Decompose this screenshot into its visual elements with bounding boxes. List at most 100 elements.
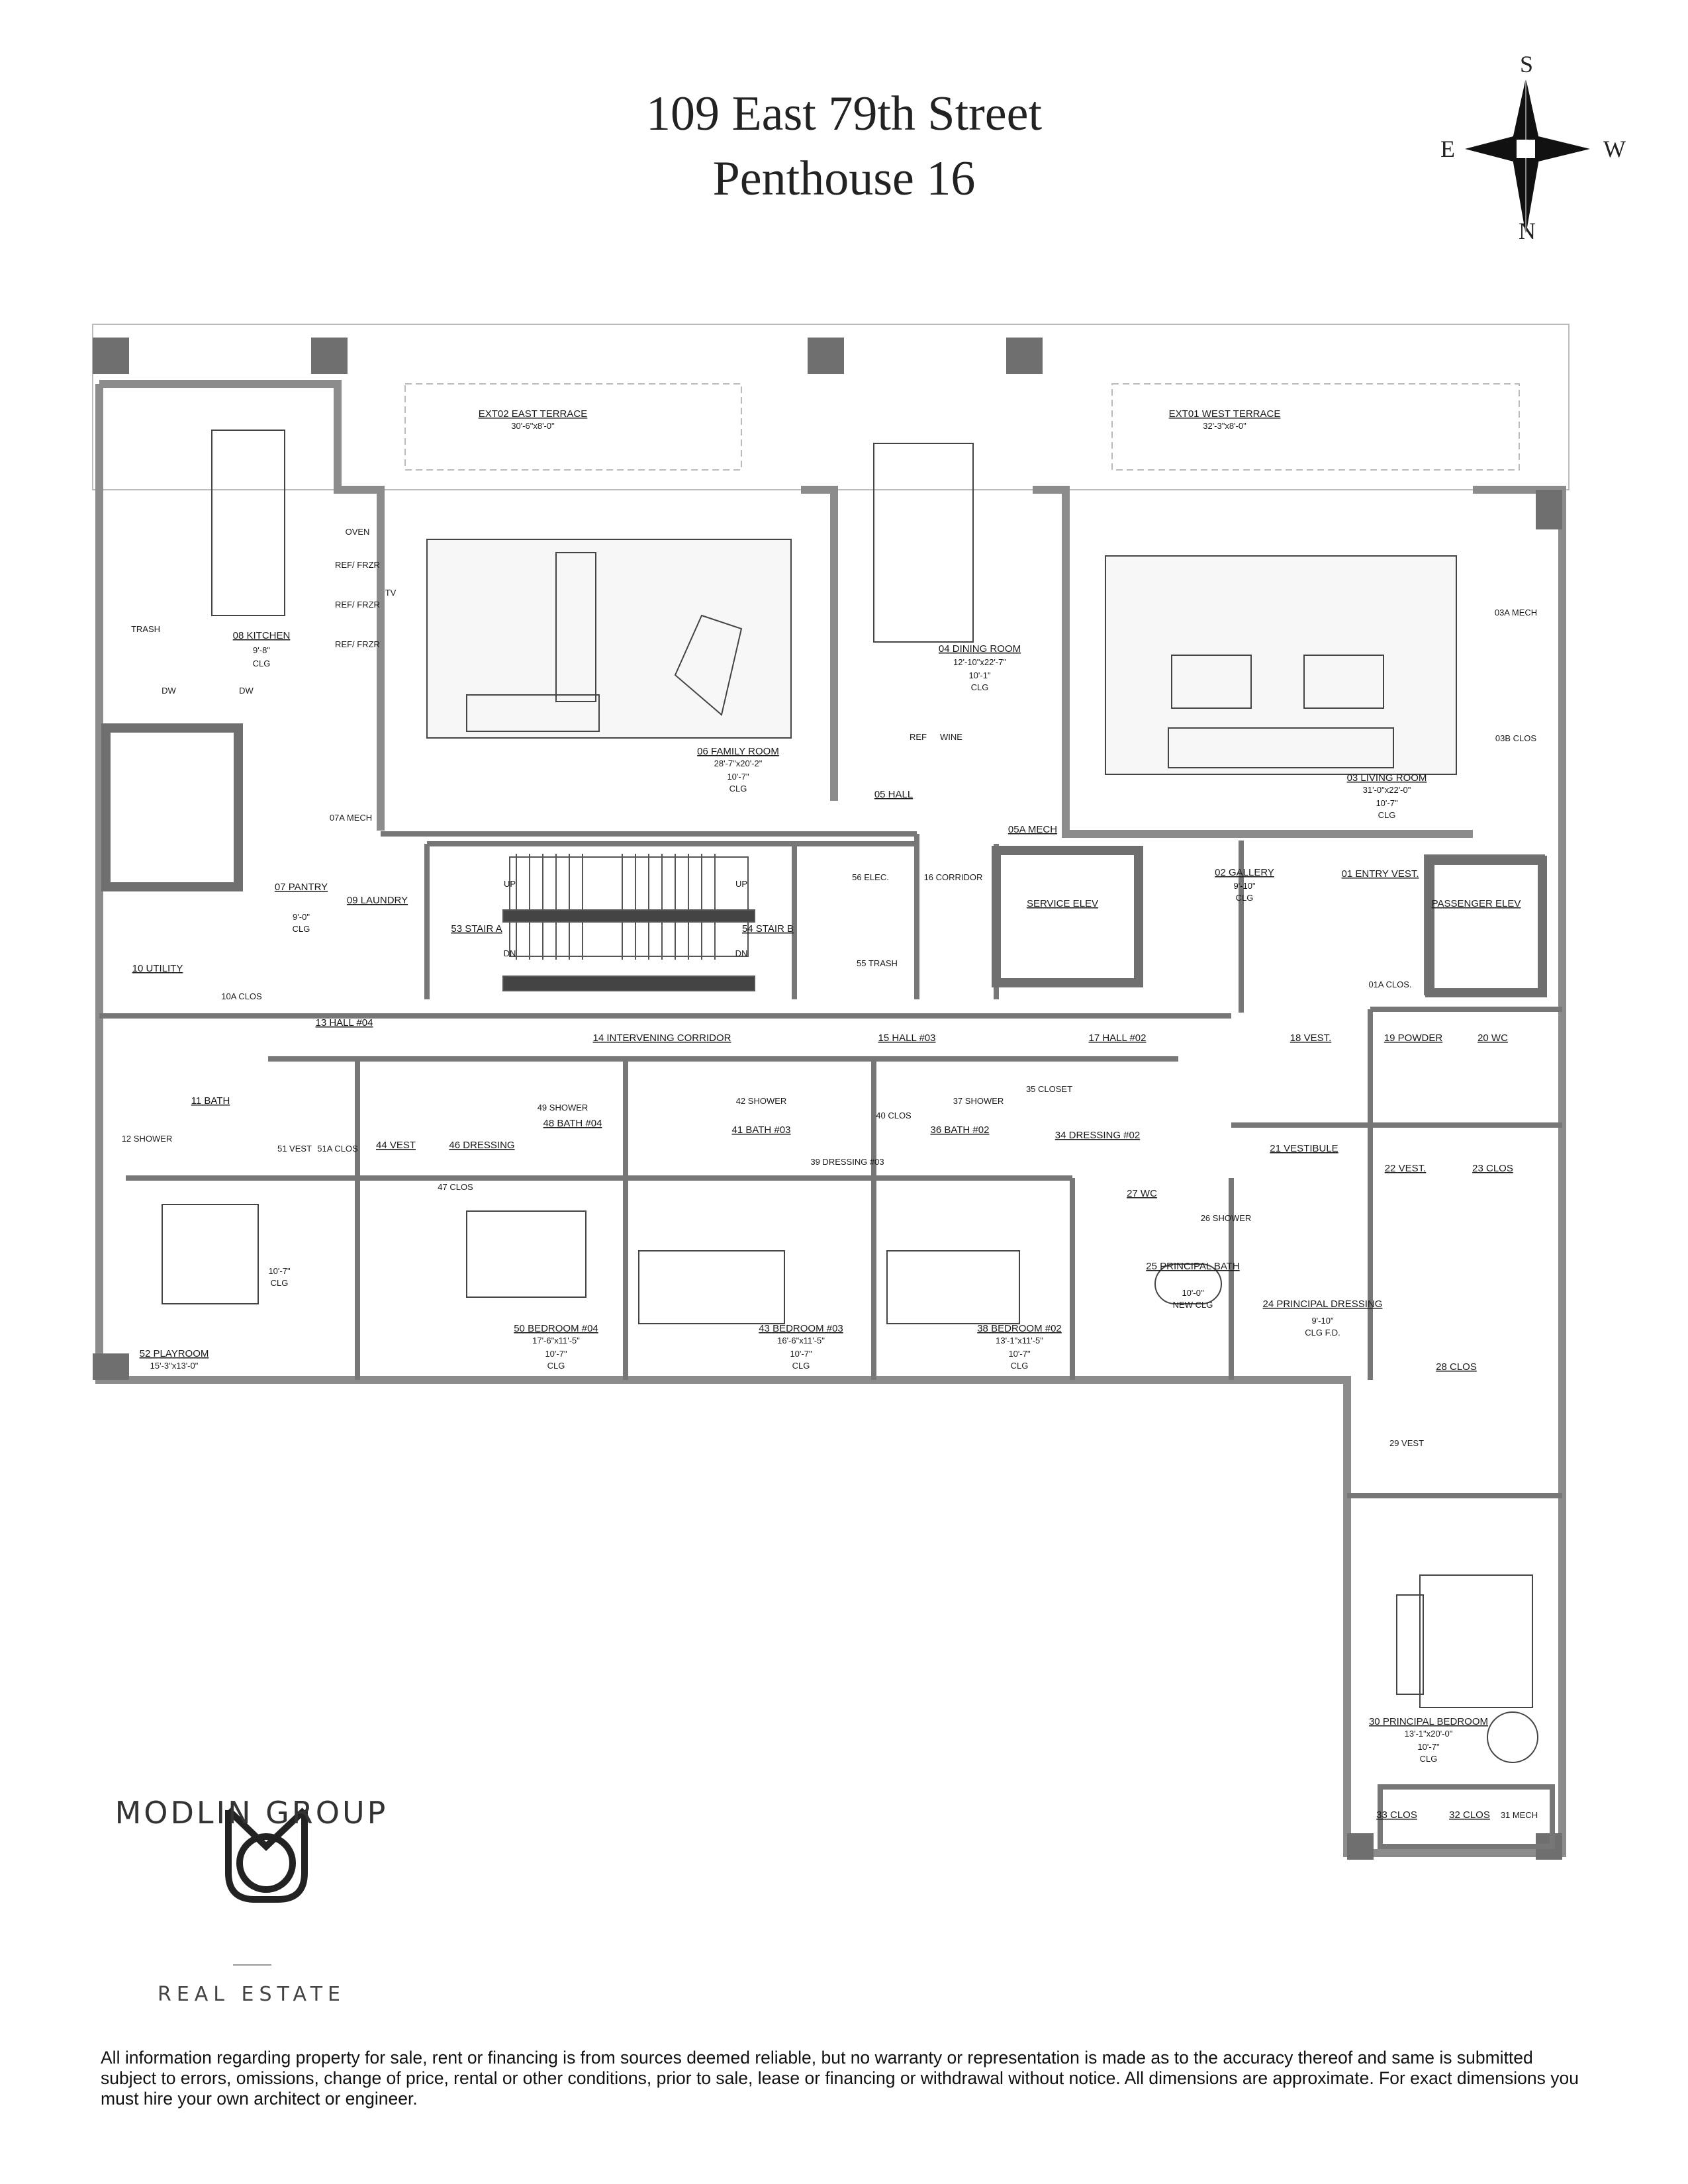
room-height: 10'-7" [268,1266,291,1276]
room-label: 06 FAMILY ROOM [697,746,779,757]
label: 23 CLOS [1472,1163,1513,1174]
label: 46 DRESSING [449,1140,514,1151]
room-height: 10'-0" [1182,1288,1204,1298]
label: 56 ELEC. [852,872,889,882]
room-height: 10'-7" [1376,798,1398,808]
room-dims: 13'-1"x20'-0" [1405,1729,1453,1739]
label: 03A MECH [1495,608,1537,617]
label: 19 POWDER [1384,1032,1443,1044]
stair-label: DN [735,948,748,958]
label: OVEN [346,527,370,537]
label: 05 HALL [874,789,913,800]
compass-rose-icon [1465,78,1590,235]
label: 35 CLOSET [1026,1084,1072,1094]
room-dims: 28'-7"x20'-2" [714,758,763,768]
room-label: 30 PRINCIPAL BEDROOM [1369,1716,1488,1727]
compass-west-label: W [1603,136,1626,162]
label: REF/ FRZR [335,560,380,570]
label: 48 BATH #04 [543,1118,602,1129]
room-label: 03 LIVING ROOM [1347,772,1427,784]
label: 15 HALL #03 [878,1032,935,1044]
room-clg: CLG [1011,1361,1029,1371]
label: REF/ FRZR [335,600,380,610]
label: TRASH [131,624,160,634]
label: 42 SHOWER [736,1096,787,1106]
label: REF [910,732,927,742]
stairs [502,854,755,991]
label: WINE [940,732,962,742]
label: 36 BATH #02 [931,1124,990,1136]
label: 10A CLOS [221,991,262,1001]
legal-disclaimer: All information regarding property for s… [101,2048,1579,2109]
room-height: 10'-7" [727,772,749,782]
room-label: 02 GALLERY [1215,867,1274,878]
interior-walls [99,725,1562,1849]
room-dims: 30'-6"x8'-0" [511,421,555,431]
room-label: 07 PANTRY [275,882,328,893]
label: 33 CLOS [1376,1809,1417,1821]
room-clg: CLG [792,1361,810,1371]
label: TV [385,588,397,598]
room-clg: NEW CLG [1173,1300,1213,1310]
label: DW [162,686,176,696]
room-height: 9'-10" [1311,1316,1334,1326]
room-height: 10'-7" [1008,1349,1031,1359]
secondary-labels: OVEN REF/ FRZR REF/ FRZR REF/ FRZR TV TR… [122,527,1538,1821]
label: 51A CLOS [317,1144,358,1154]
label: 40 CLOS [876,1111,912,1120]
room-label: 04 DINING ROOM [939,643,1021,655]
room-height: 10'-1" [968,670,991,680]
label: 47 CLOS [438,1182,473,1192]
room-label: 08 KITCHEN [233,630,291,641]
room-dims: 13'-1"x11'-5" [996,1336,1043,1345]
label: 51 VEST [277,1144,312,1154]
label: 10 UTILITY [132,963,183,974]
room-clg: CLG [1420,1754,1438,1764]
brand-subtitle: REAL ESTATE [157,1983,346,2006]
compass-south-label: S [1520,51,1534,77]
label: 11 BATH [191,1095,230,1107]
label: SERVICE ELEV [1027,898,1098,909]
room-label: EXT01 WEST TERRACE [1169,408,1281,420]
room-dims: 31'-0"x22'-0" [1363,785,1411,795]
brand-divider [233,1964,271,1966]
label: 34 DRESSING #02 [1055,1130,1140,1141]
stair-label: UP [504,879,516,889]
label: 20 WC [1477,1032,1508,1044]
elevator-shafts [101,723,1547,997]
label: 39 DRESSING #03 [810,1157,884,1167]
room-clg: CLG [271,1278,289,1288]
label: 55 TRASH [857,958,898,968]
label: 05A MECH [1008,824,1057,835]
room-clg: CLG [729,784,747,794]
room-dims: 9'-8" [253,645,270,655]
label: 17 HALL #02 [1088,1032,1146,1044]
label: 54 STAIR B [742,923,794,934]
room-label: 43 BEDROOM #03 [759,1323,843,1334]
room-height: 10'-7" [1417,1742,1440,1752]
room-dims: 32'-3"x8'-0" [1203,421,1246,431]
room-dims: 15'-3"x13'-0" [150,1361,199,1371]
room-dims: 12'-10"x22'-7" [953,657,1006,667]
label: 49 SHOWER [538,1103,588,1113]
room-clg: CLG [253,659,271,668]
room-label: 50 BEDROOM #04 [514,1323,598,1334]
label: 16 CORRIDOR [924,872,983,882]
room-label: 25 PRINCIPAL BATH [1146,1261,1239,1272]
label: 26 SHOWER [1201,1213,1252,1223]
label: 44 VEST [376,1140,416,1151]
room-dims: 17'-6"x11'-5" [532,1336,580,1345]
room-label: 38 BEDROOM #02 [977,1323,1062,1334]
room-height: 10'-7" [790,1349,812,1359]
label: 09 LAUNDRY [347,895,408,906]
brand-name: MODLIN GROUP [115,1795,389,1831]
compass-east-label: E [1440,136,1455,162]
label: 07A MECH [330,813,372,823]
room-clg: CLG F.D. [1305,1328,1340,1338]
label: 21 VESTIBULE [1270,1143,1338,1154]
room-clg: CLG [547,1361,565,1371]
room-clg: CLG [293,924,310,934]
label: 41 BATH #03 [732,1124,791,1136]
label: 27 WC [1127,1188,1157,1199]
